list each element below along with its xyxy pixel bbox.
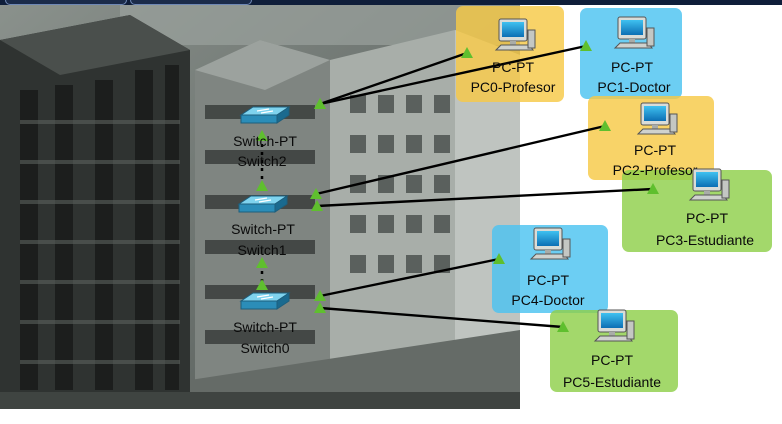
pc5-group-highlight <box>550 310 678 392</box>
switch2-type-label: Switch-PT <box>233 133 297 149</box>
pc3-group-highlight <box>622 170 772 252</box>
pc-icon[interactable] <box>593 309 635 342</box>
pc2-group-highlight <box>588 96 714 180</box>
pc3-name-label: PC3-Estudiante <box>656 232 754 248</box>
group-highlights <box>456 6 772 392</box>
pc1-type-label: PC-PT <box>611 59 653 75</box>
link-status-pc4-end <box>493 253 505 264</box>
pc0-device[interactable]: PC-PT PC0-Profesor <box>471 18 556 95</box>
link-status-switch2-end <box>314 98 326 109</box>
link-status-switch0-end <box>256 279 268 290</box>
link-status-switch1-end <box>256 257 268 268</box>
switch2-device[interactable]: Switch-PT Switch2 <box>233 106 297 169</box>
links-layer <box>256 40 659 332</box>
pc0-type-label: PC-PT <box>492 59 534 75</box>
switch1-name-label: Switch1 <box>237 242 286 258</box>
switch0-name-label: Switch0 <box>240 340 289 356</box>
switch0-type-label: Switch-PT <box>233 319 297 335</box>
link-status-switch1-end <box>256 180 268 191</box>
pc4-name-label: PC4-Doctor <box>511 292 584 308</box>
window-top-bar <box>0 0 782 5</box>
link-status-pc1-end <box>580 40 592 51</box>
switch-icon[interactable] <box>239 292 291 310</box>
link-switch0-pc5[interactable] <box>319 306 564 329</box>
link-switch1-pc3[interactable] <box>316 187 654 208</box>
pc3-type-label: PC-PT <box>686 210 728 226</box>
pc5-device[interactable]: PC-PT PC5-Estudiante <box>563 309 661 390</box>
pc4-group-highlight <box>492 225 608 313</box>
switch1-type-label: Switch-PT <box>231 221 295 237</box>
pc0-group-highlight <box>456 6 564 102</box>
switch-icon[interactable] <box>237 195 289 213</box>
pc4-device[interactable]: PC-PT PC4-Doctor <box>511 227 585 308</box>
pc0-name-label: PC0-Profesor <box>471 79 556 95</box>
pc1-group-highlight <box>580 8 682 99</box>
switch-icon[interactable] <box>239 106 291 124</box>
pc2-type-label: PC-PT <box>634 142 676 158</box>
link-status-switch1-end <box>310 188 322 199</box>
link-status-pc0-end <box>461 47 473 58</box>
switch0-device[interactable]: Switch-PT Switch0 <box>233 292 297 356</box>
link-switch2-pc1[interactable] <box>319 44 587 106</box>
pc2-device[interactable]: PC-PT PC2-Profesor <box>613 102 698 178</box>
pc4-type-label: PC-PT <box>527 272 569 288</box>
pc5-type-label: PC-PT <box>591 352 633 368</box>
link-status-switch0-end <box>314 302 326 313</box>
link-status-switch2-end <box>256 130 268 141</box>
link-switch0-pc4[interactable] <box>319 257 500 298</box>
link-switch2-pc0[interactable] <box>319 51 468 106</box>
pc-icon[interactable] <box>529 227 571 260</box>
link-status-pc3-end <box>647 183 659 194</box>
link-status-pc2-end <box>599 120 611 131</box>
pc1-name-label: PC1-Doctor <box>597 79 670 95</box>
link-status-pc5-end <box>557 321 569 332</box>
link-switch1-pc2[interactable] <box>315 124 606 196</box>
pc3-device[interactable]: PC-PT PC3-Estudiante <box>656 168 754 248</box>
pc-icon[interactable] <box>636 102 678 135</box>
pc2-name-label: PC2-Profesor <box>613 162 698 178</box>
link-status-switch0-end <box>314 290 326 301</box>
pc5-name-label: PC5-Estudiante <box>563 374 661 390</box>
devices-layer: Switch-PTSwitch2Switch-PTSwitch1Switch-P… <box>231 16 754 390</box>
pc-icon[interactable] <box>494 18 536 51</box>
pc-icon[interactable] <box>613 16 655 49</box>
pc1-device[interactable]: PC-PT PC1-Doctor <box>597 16 671 95</box>
link-status-switch1-end <box>311 200 323 211</box>
switch2-name-label: Switch2 <box>237 153 286 169</box>
switch1-device[interactable]: Switch-PT Switch1 <box>231 195 295 258</box>
pc-icon[interactable] <box>688 168 730 201</box>
